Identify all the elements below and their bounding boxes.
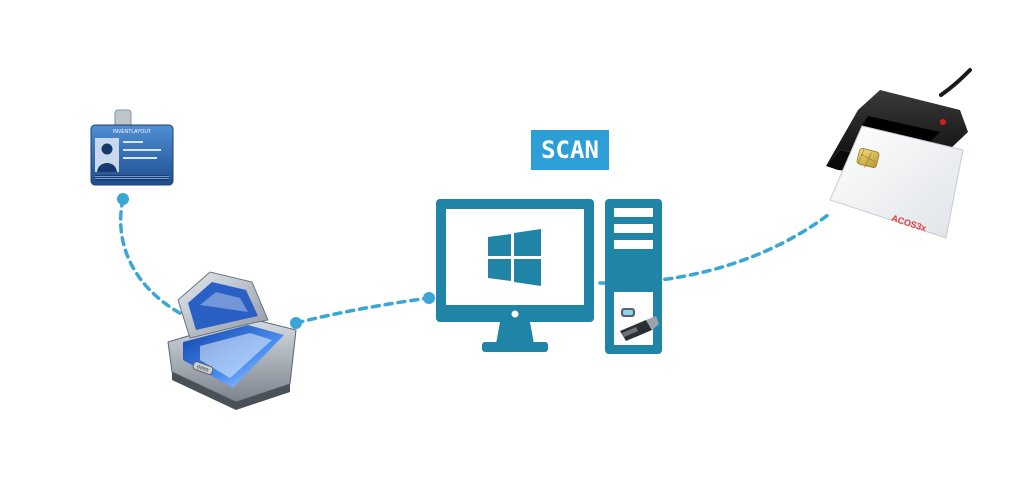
flatbed-scanner-icon: 0000 — [167, 271, 297, 410]
connector-node — [423, 292, 435, 304]
smart-card-reader-icon: ACOS3x — [826, 68, 972, 239]
connector-scanner-to-computer — [290, 292, 435, 329]
id-badge-icon: INVENTLAYOUT — [90, 109, 174, 186]
desktop-computer-icon — [436, 199, 662, 354]
windows-logo-icon — [488, 229, 541, 286]
usb-dongle-icon — [620, 308, 659, 341]
scanner-button-label: 0000 — [196, 364, 209, 374]
id-card-header: INVENTLAYOUT — [113, 129, 151, 135]
monitor-screen — [446, 209, 584, 305]
scan-badge: SCAN — [531, 130, 609, 170]
connector-node — [290, 317, 302, 329]
connector-node — [117, 193, 129, 205]
